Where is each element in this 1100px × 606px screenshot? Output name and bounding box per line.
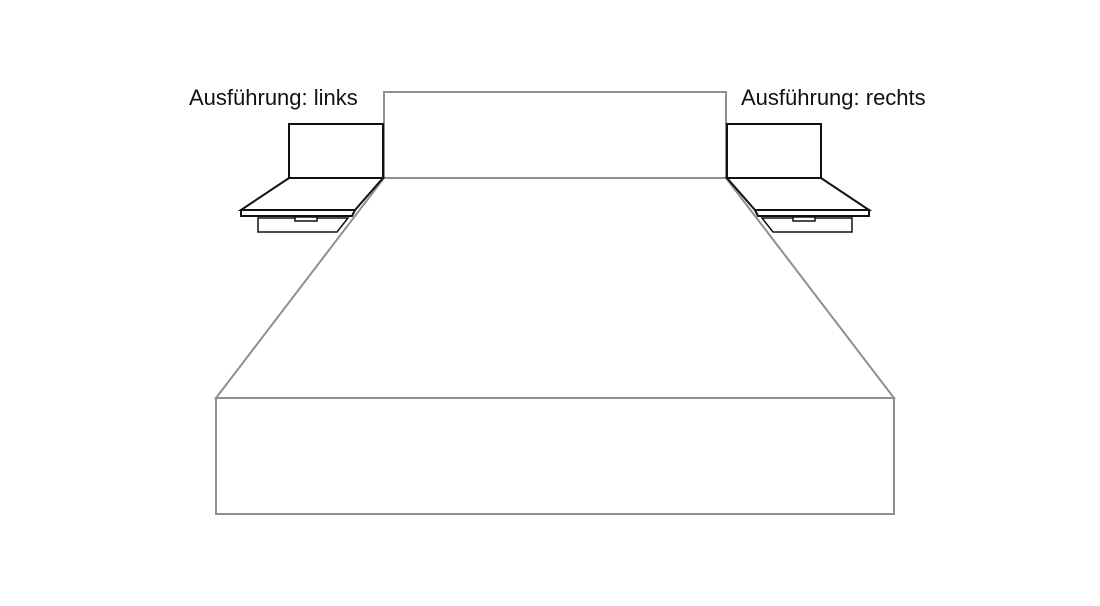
nightstand-left-drawer <box>257 217 350 233</box>
nightstand-left-tabletop <box>237 177 386 211</box>
nightstand-right-drawer <box>760 217 853 233</box>
nightstand-left <box>237 123 386 233</box>
nightstand-left-handle <box>294 216 318 222</box>
label-right-variant: Ausführung: rechts <box>741 85 926 110</box>
bed-front-panel <box>215 397 895 515</box>
nightstand-right-tabletop <box>724 177 873 211</box>
nightstand-right-backpanel <box>726 123 822 179</box>
nightstand-left-backpanel <box>288 123 384 179</box>
nightstand-right-handle <box>792 216 816 222</box>
nightstand-right-front-edge <box>753 209 870 217</box>
nightstand-right <box>724 123 873 233</box>
headboard <box>383 91 727 179</box>
nightstand-left-front-edge <box>240 209 357 217</box>
label-left-variant: Ausführung: links <box>189 85 358 110</box>
